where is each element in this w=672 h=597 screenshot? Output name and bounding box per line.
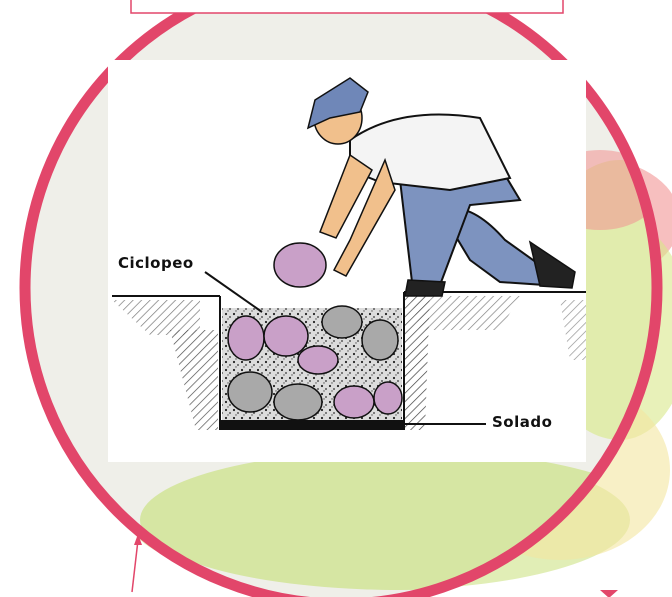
illustration-panel: Ciclopeo Solado: [108, 60, 586, 462]
stone-in-hands: [274, 243, 326, 287]
label-ciclopeo: Ciclopeo: [118, 254, 194, 272]
label-solado: Solado: [492, 413, 552, 431]
solado-slab: [220, 420, 404, 430]
title-box: [131, 0, 563, 13]
